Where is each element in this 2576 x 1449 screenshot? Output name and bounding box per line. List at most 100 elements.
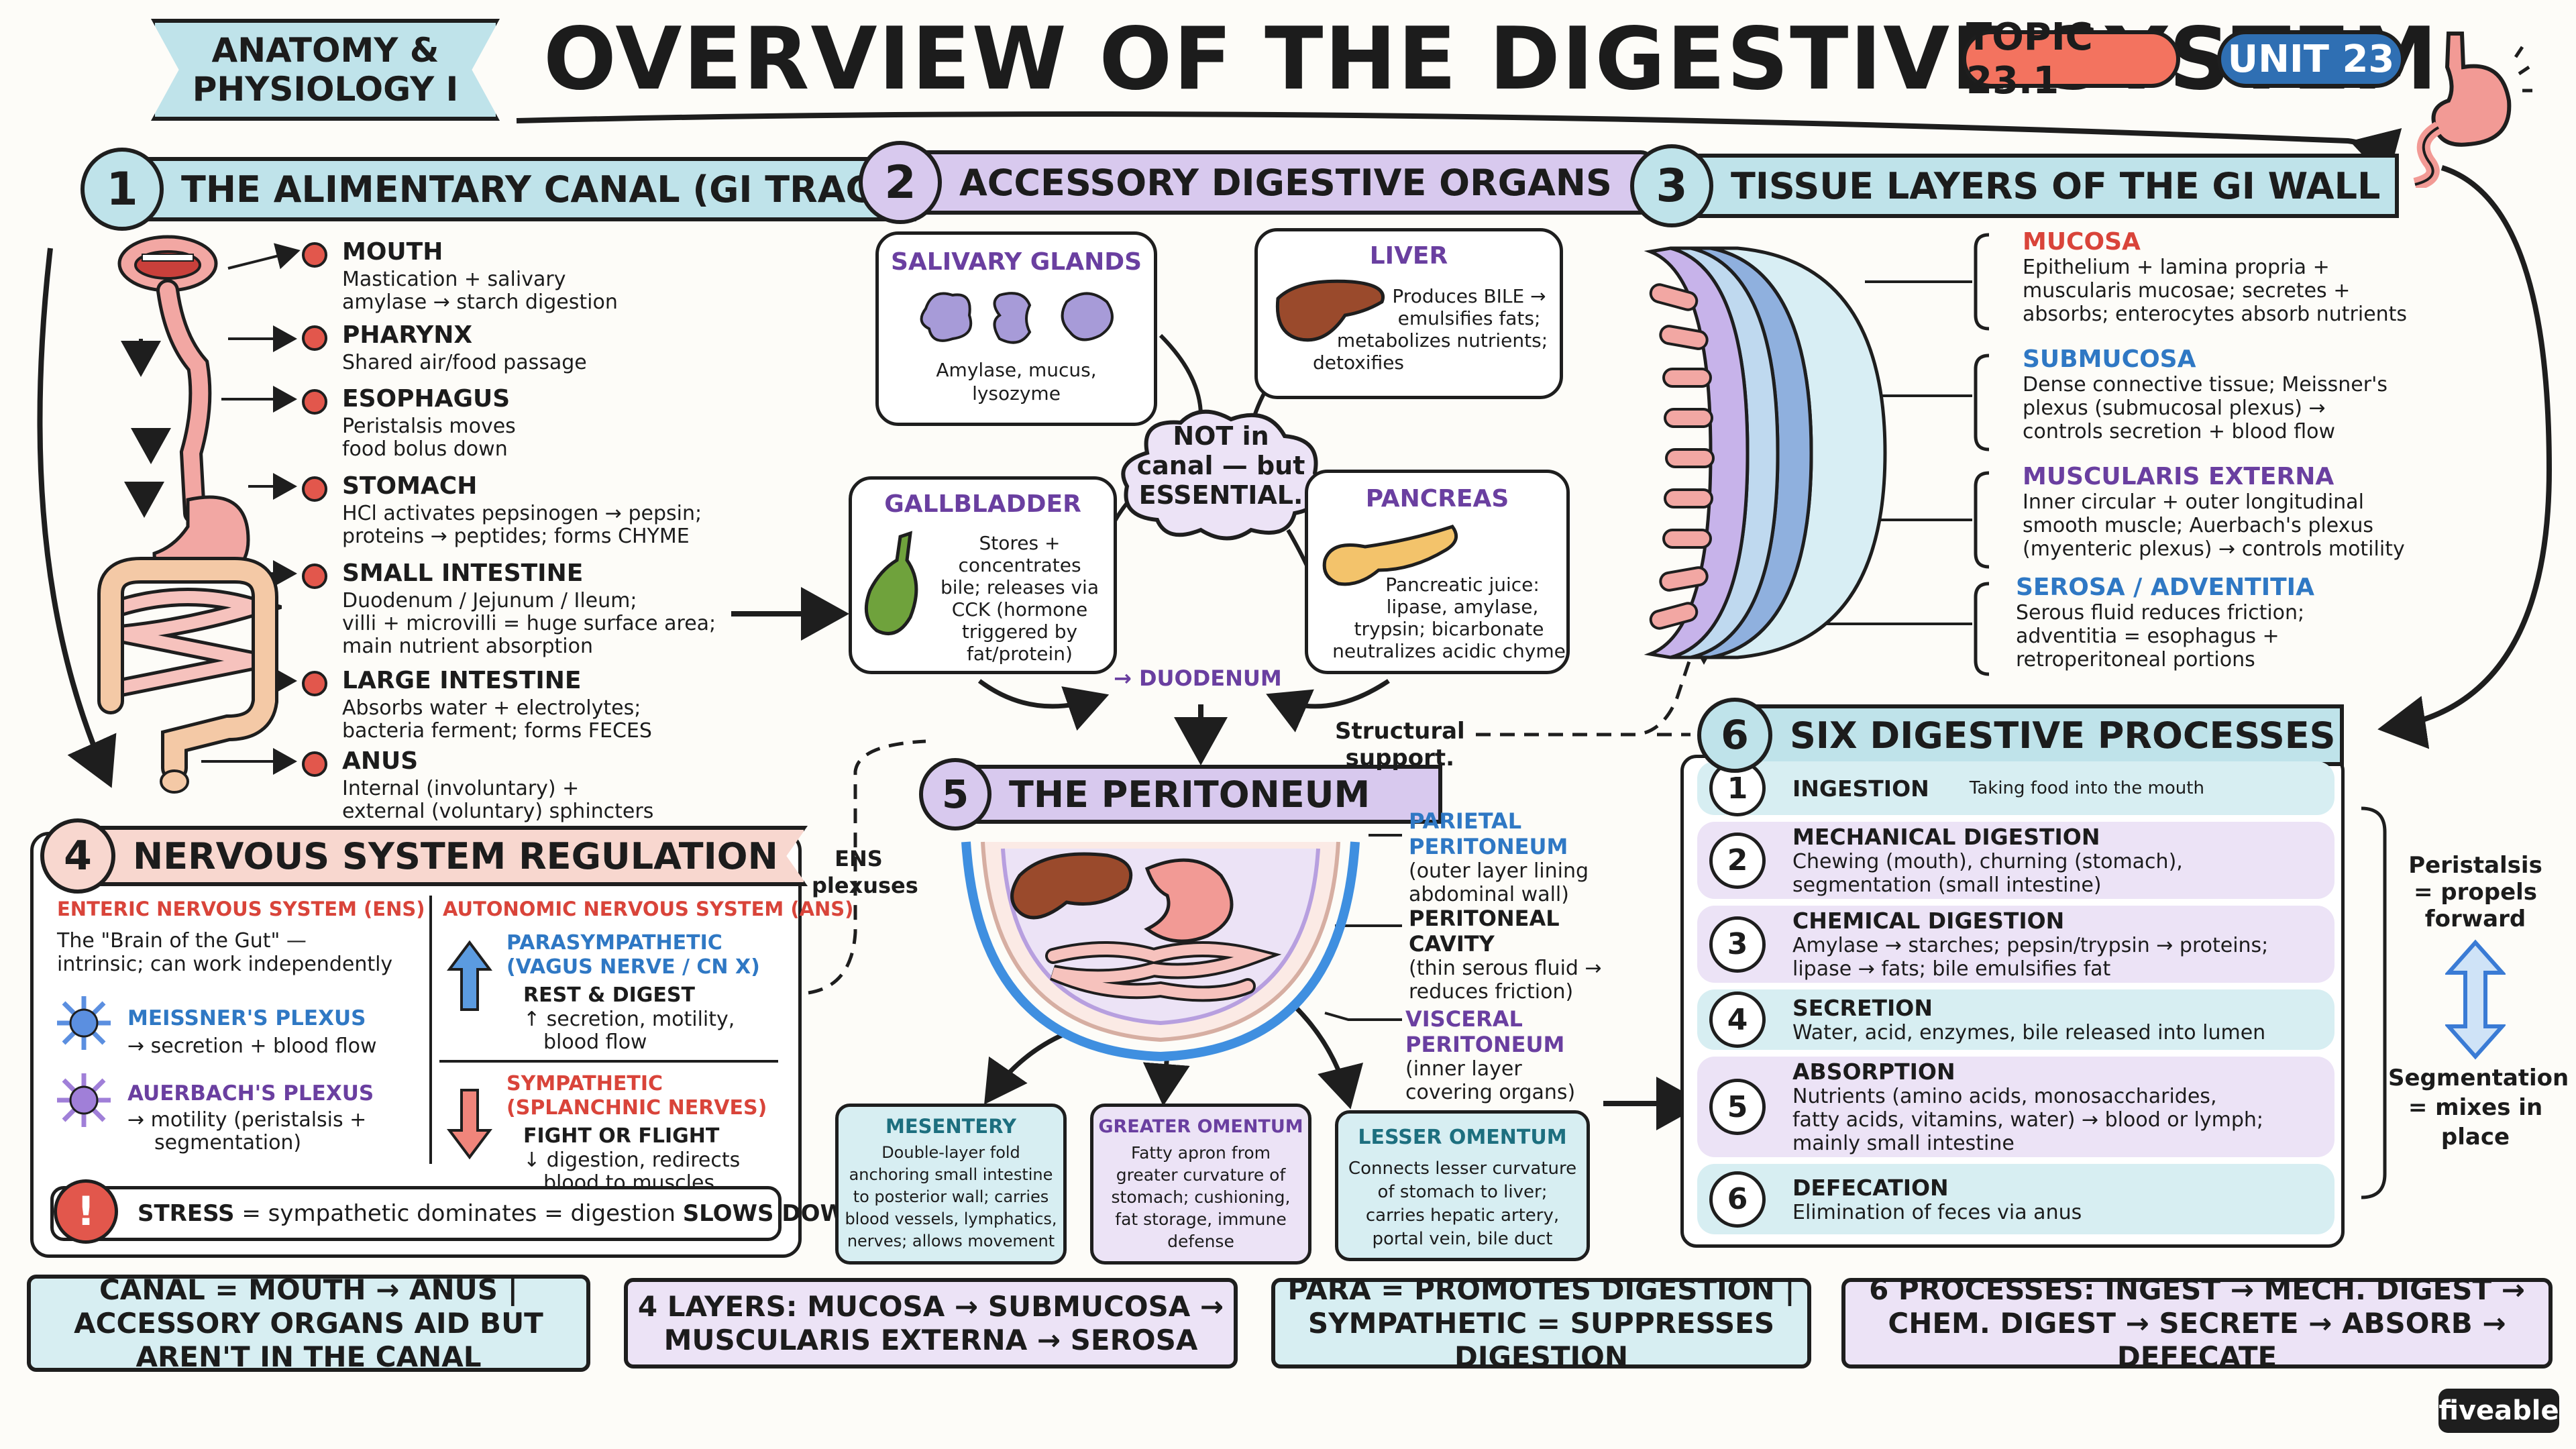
- mouth-desc-1: Mastication + salivary: [342, 268, 566, 291]
- mouth-desc-2: amylase → starch digestion: [342, 290, 618, 314]
- process-number-5: 5: [1709, 1079, 1766, 1135]
- greater-line-2: greater curvature of: [1116, 1165, 1286, 1185]
- section-2-title: ACCESSORY DIGESTIVE ORGANS: [926, 150, 1654, 215]
- cloud-line-2: canal — but: [1136, 451, 1305, 480]
- parietal-block: PARIETAL PERITONEUM (outer layer lining …: [1409, 808, 1589, 906]
- gallbladder-card: GALLBLADDER Stores + concentrates bile; …: [849, 476, 1117, 674]
- mucosa-label: MUCOSA: [2023, 228, 2141, 256]
- summary-1-line-3: AREN'T IN THE CANAL: [136, 1340, 482, 1373]
- lesser-line-3: carries hepatic artery,: [1365, 1205, 1560, 1226]
- greater-line-5: defense: [1167, 1232, 1234, 1251]
- stomach-icon: [2413, 32, 2532, 188]
- unit-badge: UNIT 23: [2217, 30, 2405, 88]
- liver-desc-3: metabolizes nutrients;: [1336, 329, 1548, 352]
- esophagus-label: ESOPHAGUS: [342, 385, 511, 413]
- ens-plexuses-label: ENS plexuses: [812, 845, 918, 899]
- serosa-desc-2: adventitia = esophagus +: [2016, 625, 2279, 648]
- meissner-title: MEISSNER'S PLEXUS: [127, 1006, 366, 1030]
- visceral-block: VISCERAL PERITONEUM (inner layer coverin…: [1405, 1006, 1575, 1104]
- large-intestine-label: LARGE INTESTINE: [342, 667, 582, 694]
- meissner-desc: → secretion + blood flow: [127, 1034, 377, 1058]
- anus-desc-2: external (voluntary) sphincters: [342, 800, 654, 823]
- gallbladder-desc: Stores + concentrates bile; releases via…: [922, 532, 1117, 665]
- serosa-desc-1: Serous fluid reduces friction;: [2016, 601, 2305, 625]
- gallbladder-desc-5: fat/protein): [967, 643, 1073, 665]
- small-intestine-label: SMALL INTESTINE: [342, 559, 584, 587]
- summary-1-line-2: ACCESSORY ORGANS AID BUT: [74, 1306, 543, 1340]
- gallbladder-icon: [864, 531, 918, 635]
- summary-1-line-1: CANAL = MOUTH → ANUS |: [99, 1273, 518, 1306]
- header-to-processes-arrow: [2377, 165, 2553, 749]
- pharynx-desc-1: Shared air/food passage: [342, 351, 587, 374]
- section-3-title: TISSUE LAYERS OF THE GI WALL: [1697, 154, 2399, 218]
- fiveable-logo: fiveable: [2438, 1389, 2559, 1433]
- stress-middle: = sympathetic dominates = digestion: [234, 1200, 683, 1227]
- lesser-line-1: Connects lesser curvature: [1348, 1159, 1577, 1179]
- gallbladder-desc-4: triggered by: [961, 621, 1078, 643]
- submucosa-desc-2: plexus (submucosal plexus) →: [2023, 396, 2326, 420]
- salivary-gland-icon: [920, 292, 1114, 344]
- section-1-number: 1: [80, 148, 164, 231]
- symp-title-1: SYMPATHETIC: [506, 1072, 663, 1095]
- small-intestine-desc-1: Duodenum / Jejunum / Ileum;: [342, 589, 637, 612]
- stress-text: STRESS = sympathetic dominates = digesti…: [138, 1200, 864, 1227]
- stomach-label: STOMACH: [342, 472, 478, 500]
- peristalsis-line-2: = propels: [2413, 879, 2538, 906]
- section-1-title: THE ALIMENTARY CANAL (GI TRACT): [148, 157, 916, 221]
- mesentery-card: MESENTERY Double-layer fold anchoring sm…: [835, 1104, 1067, 1265]
- course-ribbon: ANATOMY & PHYSIOLOGY I: [151, 19, 500, 121]
- process-number-3: 3: [1709, 916, 1766, 973]
- gi-wall-layers-illustration: [1644, 246, 1887, 659]
- lesser-line-2: of stomach to liver;: [1377, 1182, 1548, 1202]
- mesentery-line-5: nerves; allows movement: [847, 1232, 1055, 1250]
- summary-4-line-2: CHEM. DIGEST → SECRETE → ABSORB → DEFECA…: [1888, 1306, 2506, 1373]
- parietal-desc-2: abdominal wall): [1409, 883, 1569, 906]
- gallbladder-title: GALLBLADDER: [884, 490, 1081, 518]
- ens-desc-2: intrinsic; can work independently: [57, 953, 393, 976]
- section-4-title: NERVOUS SYSTEM REGULATION: [99, 826, 808, 886]
- segmentation-line-1: Segmentation: [2388, 1065, 2569, 1091]
- submucosa-desc-1: Dense connective tissue; Meissner's: [2023, 373, 2387, 396]
- serosa-desc-3: retroperitoneal portions: [2016, 648, 2255, 672]
- section-4-number: 4: [40, 818, 115, 894]
- process-row-5: 5 ABSORPTION Nutrients (amino acids, mon…: [1697, 1057, 2334, 1157]
- greater-line-1: Fatty apron from: [1131, 1143, 1271, 1163]
- mesentery-line-2: anchoring small intestine: [849, 1165, 1053, 1184]
- process-desc-6: Elimination of feces via anus: [1792, 1200, 2082, 1224]
- anus-bullet: [302, 751, 327, 777]
- section-1-header: 1 THE ALIMENTARY CANAL (GI TRACT): [80, 148, 916, 231]
- section-2-number: 2: [859, 141, 942, 224]
- process-row-4: 4 SECRETION Water, acid, enzymes, bile r…: [1697, 989, 2334, 1050]
- mucosa-desc-3: absorbs; enterocytes absorb nutrients: [2023, 303, 2408, 326]
- pancreas-desc-3: trypsin; bicarbonate: [1354, 618, 1544, 640]
- pancreas-icon: [1322, 525, 1458, 586]
- greater-omentum-desc: Fatty apron from greater curvature of st…: [1093, 1142, 1308, 1252]
- mesentery-desc: Double-layer fold anchoring small intest…: [839, 1142, 1063, 1252]
- process-title-6: DEFECATION: [1792, 1174, 1949, 1201]
- process-desc-5c: mainly small intestine: [1792, 1132, 2015, 1155]
- stomach-desc-1: HCl activates pepsinogen → pepsin;: [342, 502, 702, 525]
- ens-plexuses-line-1: ENS: [835, 846, 883, 871]
- para-desc-1: ↑ secretion, motility,: [523, 1008, 735, 1031]
- auerbach-title: AUERBACH'S PLEXUS: [127, 1081, 374, 1106]
- large-intestine-bullet: [302, 671, 327, 696]
- process-title-5: ABSORPTION: [1792, 1059, 1955, 1085]
- large-intestine-desc-2: bacteria ferment; forms FECES: [342, 719, 652, 743]
- pancreas-desc-4: neutralizes acidic chyme: [1332, 640, 1566, 662]
- cavity-title-2: CAVITY: [1409, 931, 1495, 957]
- mesentery-line-3: to posterior wall; carries: [853, 1187, 1049, 1206]
- summary-2-line-2: MUSCULARIS EXTERNA → SEROSA: [663, 1323, 1198, 1356]
- section-5-title: THE PERITONEUM: [975, 765, 1442, 824]
- cloud-text: NOT in canal — but ESSENTIAL.: [1107, 421, 1335, 510]
- cloud-line-3: ESSENTIAL.: [1138, 480, 1303, 510]
- summary-card-processes: 6 PROCESSES: INGEST → MECH. DIGEST → CHE…: [1841, 1273, 2553, 1373]
- anus-label: ANUS: [342, 747, 419, 775]
- peristalsis-note: Peristalsis = propels forward: [2392, 852, 2559, 932]
- summary-card-layers: 4 LAYERS: MUCOSA → SUBMUCOSA → MUSCULARI…: [624, 1278, 1238, 1368]
- parietal-title-1: PARIETAL: [1409, 808, 1522, 834]
- liver-title: LIVER: [1369, 242, 1448, 270]
- para-title-2: (VAGUS NERVE / CN X): [506, 955, 760, 979]
- salivary-desc-2: lysozyme: [972, 382, 1061, 405]
- summary-card-canal: CANAL = MOUTH → ANUS | ACCESSORY ORGANS …: [27, 1273, 590, 1373]
- liver-desc-1: Produces BILE →: [1392, 285, 1546, 307]
